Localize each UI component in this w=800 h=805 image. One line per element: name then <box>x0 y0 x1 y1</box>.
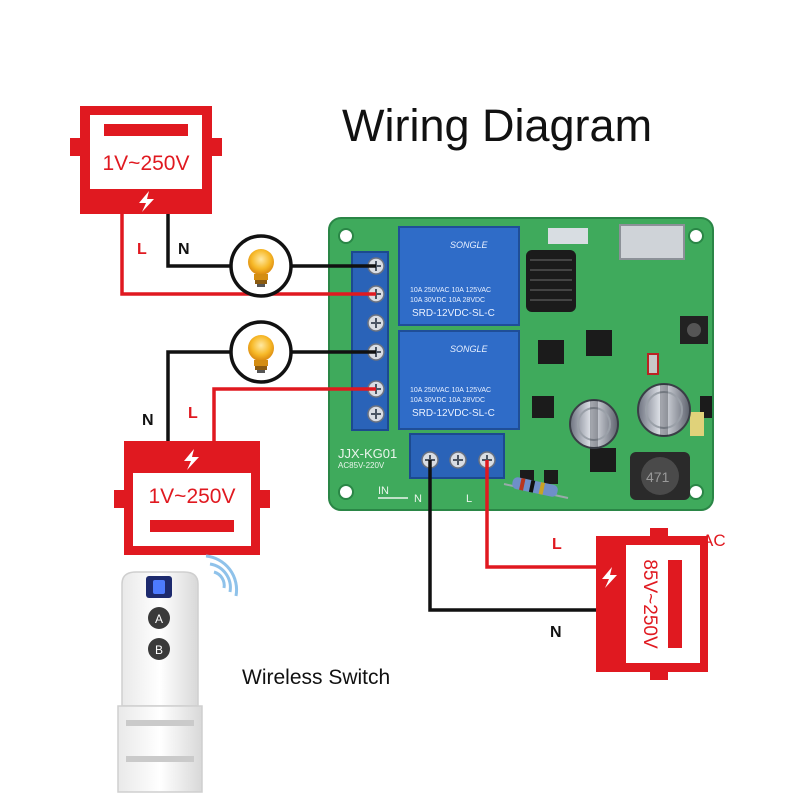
mount-hole <box>338 484 354 500</box>
relay-brand: SONGLE <box>450 344 489 354</box>
power-source-bottom: 1V~250V <box>114 441 270 555</box>
chip <box>538 340 564 364</box>
remote-button-a: A <box>148 607 170 629</box>
wires <box>120 214 596 612</box>
voltage-label: 85V~250V <box>639 559 660 649</box>
lightning-icon <box>602 567 617 588</box>
resistor <box>503 477 569 499</box>
lightning-icon <box>184 449 199 470</box>
input-terminal-block <box>409 433 505 479</box>
ac-label: AC <box>702 531 726 550</box>
power-source-ac: 85V~250V AC <box>596 528 726 680</box>
board-model: JJX-KG01 <box>338 446 397 461</box>
inductor: 471 <box>630 452 690 500</box>
light-bulb-icon <box>229 320 293 384</box>
antenna-coil <box>526 250 576 312</box>
battery-bar <box>150 520 234 532</box>
diode <box>647 353 659 375</box>
relay-model: SRD-12VDC-SL-C <box>412 408 495 419</box>
relay-brand: SONGLE <box>450 240 489 250</box>
wire-label-neutral: N <box>142 412 154 429</box>
diagram-title: Wiring Diagram <box>342 100 653 151</box>
terminal-screw <box>367 314 385 332</box>
mount-hole <box>688 484 704 500</box>
relay-rating: 10A 30VDC 10A 28VDC <box>410 397 485 404</box>
relay-body <box>398 330 520 430</box>
mount-hole <box>338 228 354 244</box>
light-bulb-icon <box>229 234 293 298</box>
remote-button-label: B <box>155 643 163 657</box>
relay-rating: 10A 250VAC 10A 125VAC <box>410 287 491 294</box>
wire-label-line: L <box>188 405 198 422</box>
neutral-wire <box>166 214 231 268</box>
capacitor <box>690 412 704 436</box>
line-wire <box>212 387 376 441</box>
neutral-wire <box>428 460 596 612</box>
line-wire <box>120 214 376 296</box>
neutral-wire <box>166 350 231 441</box>
voltage-label: 1V~250V <box>149 485 236 508</box>
voltage-label: 1V~250V <box>103 152 190 175</box>
electrolytic-capacitor <box>637 383 691 437</box>
wire-label-neutral: N <box>550 624 562 641</box>
battery-bar <box>104 124 188 136</box>
input-terminal-label: L <box>466 493 472 505</box>
input-label: IN <box>378 485 389 497</box>
remote-caption: Wireless Switch <box>242 666 391 689</box>
power-source-top: 1V~250V <box>70 106 222 214</box>
chip <box>590 448 616 472</box>
relay-board: SONGLE 10A 250VAC 10A 125VAC 10A 30VDC 1… <box>328 217 714 511</box>
remote-button-label: A <box>155 612 163 626</box>
relay-rating: 10A 250VAC 10A 125VAC <box>410 387 491 394</box>
signal-icon <box>205 554 239 597</box>
relay-1: SONGLE 10A 250VAC 10A 125VAC 10A 30VDC 1… <box>398 226 520 326</box>
terminal-screw <box>449 451 467 469</box>
line-wire <box>485 460 596 569</box>
board-rating: AC85V-220V <box>338 461 385 470</box>
relay-rating: 10A 30VDC 10A 28VDC <box>410 297 485 304</box>
wireless-remote: A B <box>117 554 239 793</box>
signal-icon <box>213 570 226 589</box>
output-terminal-block <box>351 251 389 431</box>
wire-label-line: L <box>552 536 562 553</box>
remote-button-b: B <box>148 638 170 660</box>
relay-model: SRD-12VDC-SL-C <box>412 308 495 319</box>
wire-label-neutral: N <box>178 241 190 258</box>
battery-bar <box>668 560 682 648</box>
chip <box>532 396 554 418</box>
chip <box>586 330 612 356</box>
inductor-label: 471 <box>646 469 670 485</box>
signal-icon <box>209 562 232 593</box>
relay-2: SONGLE 10A 250VAC 10A 125VAC 10A 30VDC 1… <box>398 330 520 430</box>
rf-module <box>619 224 685 260</box>
mount-hole <box>688 228 704 244</box>
lightning-icon <box>139 191 154 212</box>
relay-body <box>398 226 520 326</box>
input-terminal-label: N <box>414 493 422 505</box>
terminal-screw <box>367 405 385 423</box>
wire-label-line: L <box>137 241 147 258</box>
crystal <box>548 228 588 244</box>
electrolytic-capacitor <box>569 399 619 449</box>
